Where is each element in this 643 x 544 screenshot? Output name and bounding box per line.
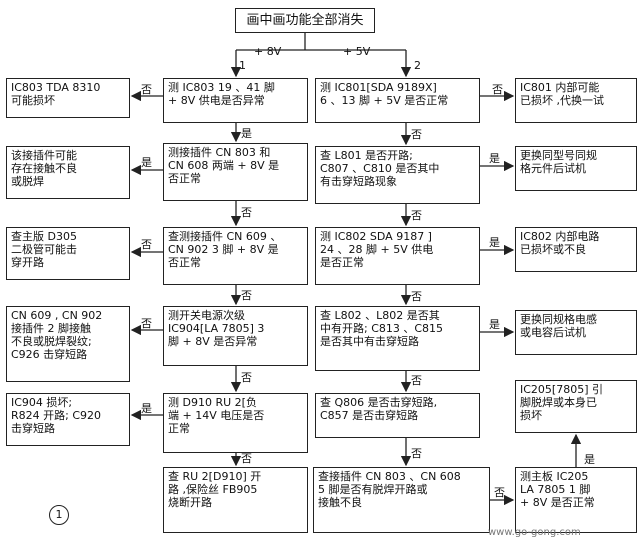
label-no: 否	[494, 486, 505, 499]
branch-5v-label: + 5V	[343, 45, 371, 58]
title-box: 画中画功能全部消失	[235, 8, 375, 33]
label-no: 否	[141, 317, 152, 330]
label-no: 否	[141, 83, 152, 96]
label-no: 否	[411, 374, 422, 387]
figure-number: 1	[49, 505, 69, 525]
node-check-l802: 查 L802 、L802 是否其 中有开路; C813 、C815 是否其中有击…	[315, 306, 480, 371]
label-yes: 是	[241, 127, 252, 140]
node-ic803-damaged: IC803 TDA 8310 可能损坏	[6, 78, 130, 118]
label-no: 否	[241, 206, 252, 219]
label-yes: 是	[584, 453, 595, 466]
node-ic802-damaged: IC802 内部电路 已损坏或不良	[515, 227, 637, 272]
label-no: 否	[411, 290, 422, 303]
node-check-q806: 查 Q806 是否击穿短路, C857 是否击穿短路	[315, 393, 480, 438]
node-test-ic802: 测 IC802 SDA 9187 ] 24 、28 脚 + 5V 供电 是否正常	[315, 227, 480, 285]
label-no: 否	[141, 238, 152, 251]
node-test-cn609-cn902: 查测接插件 CN 609 、 CN 902 3 脚 + 8V 是 否正常	[163, 227, 308, 285]
branch-8v-label: + 8V	[254, 45, 282, 58]
label-no: 否	[241, 289, 252, 302]
label-yes: 是	[489, 152, 500, 165]
label-no: 否	[411, 128, 422, 141]
label-yes: 是	[141, 156, 152, 169]
node-test-ic904: 测开关电源次级 IC904[LA 7805] 3 脚 + 8V 是否异常	[163, 306, 308, 366]
label-yes: 是	[489, 236, 500, 249]
node-connector-poor-contact: 该接插件可能 存在接触不良 或脱焊	[6, 146, 130, 199]
node-check-d305: 查主版 D305 二极管可能击 穿开路	[6, 227, 130, 280]
node-test-ic803-8v: 测 IC803 19 、41 脚 + 8V 供电是否异常	[163, 78, 308, 123]
node-ic904-damaged: IC904 损坏; R824 开路; C920 击穿短路	[6, 393, 130, 446]
branch-number-2: 2	[414, 59, 421, 72]
node-test-ic801-5v: 测 IC801[SDA 9189X] 6 、13 脚 + 5V 是否正常	[315, 78, 480, 123]
label-no: 否	[411, 209, 422, 222]
node-check-ru2-fuse: 查 RU 2[D910] 开 路 ,保险丝 FB905 烧断开路	[163, 467, 308, 533]
label-yes: 是	[141, 402, 152, 415]
node-test-cn803-cn608: 测接插件 CN 803 和 CN 608 两端 + 8V 是 否正常	[163, 143, 308, 201]
branch-number-1: 1	[239, 59, 246, 72]
label-yes: 是	[489, 318, 500, 331]
label-no: 否	[241, 371, 252, 384]
node-replace-inductor-capacitor: 更换同规格电感 或电容后试机	[515, 310, 637, 355]
node-ic801-replace: IC801 内部可能 已损坏 ,代换一试	[515, 78, 637, 123]
label-no: 否	[411, 447, 422, 460]
node-cn609-cn902-fault: CN 609 , CN 902 接插件 2 脚接触 不良或脱焊裂纹; C926 …	[6, 306, 130, 382]
watermark-text: www.go-gong.com	[488, 527, 581, 538]
label-no: 否	[492, 83, 503, 96]
label-no: 否	[241, 452, 252, 465]
node-replace-same-model: 更换同型号同规 格元件后试机	[515, 146, 637, 191]
node-check-l801: 查 L801 是否开路; C807 、C810 是否其中 有击穿短路现象	[315, 146, 480, 204]
node-test-ic205: 测主板 IC205 LA 7805 1 脚 + 8V 是否正常	[515, 467, 637, 533]
node-check-cn803-cn608-pin5: 查接插件 CN 803 、CN 608 5 脚是否有脱焊开路或 接触不良	[313, 467, 490, 533]
node-test-d910: 测 D910 RU 2[负 端 + 14V 电压是否 正常	[163, 393, 308, 453]
node-ic205-damaged: IC205[7805] 引 脚脱焊或本身已 损坏	[515, 380, 637, 433]
